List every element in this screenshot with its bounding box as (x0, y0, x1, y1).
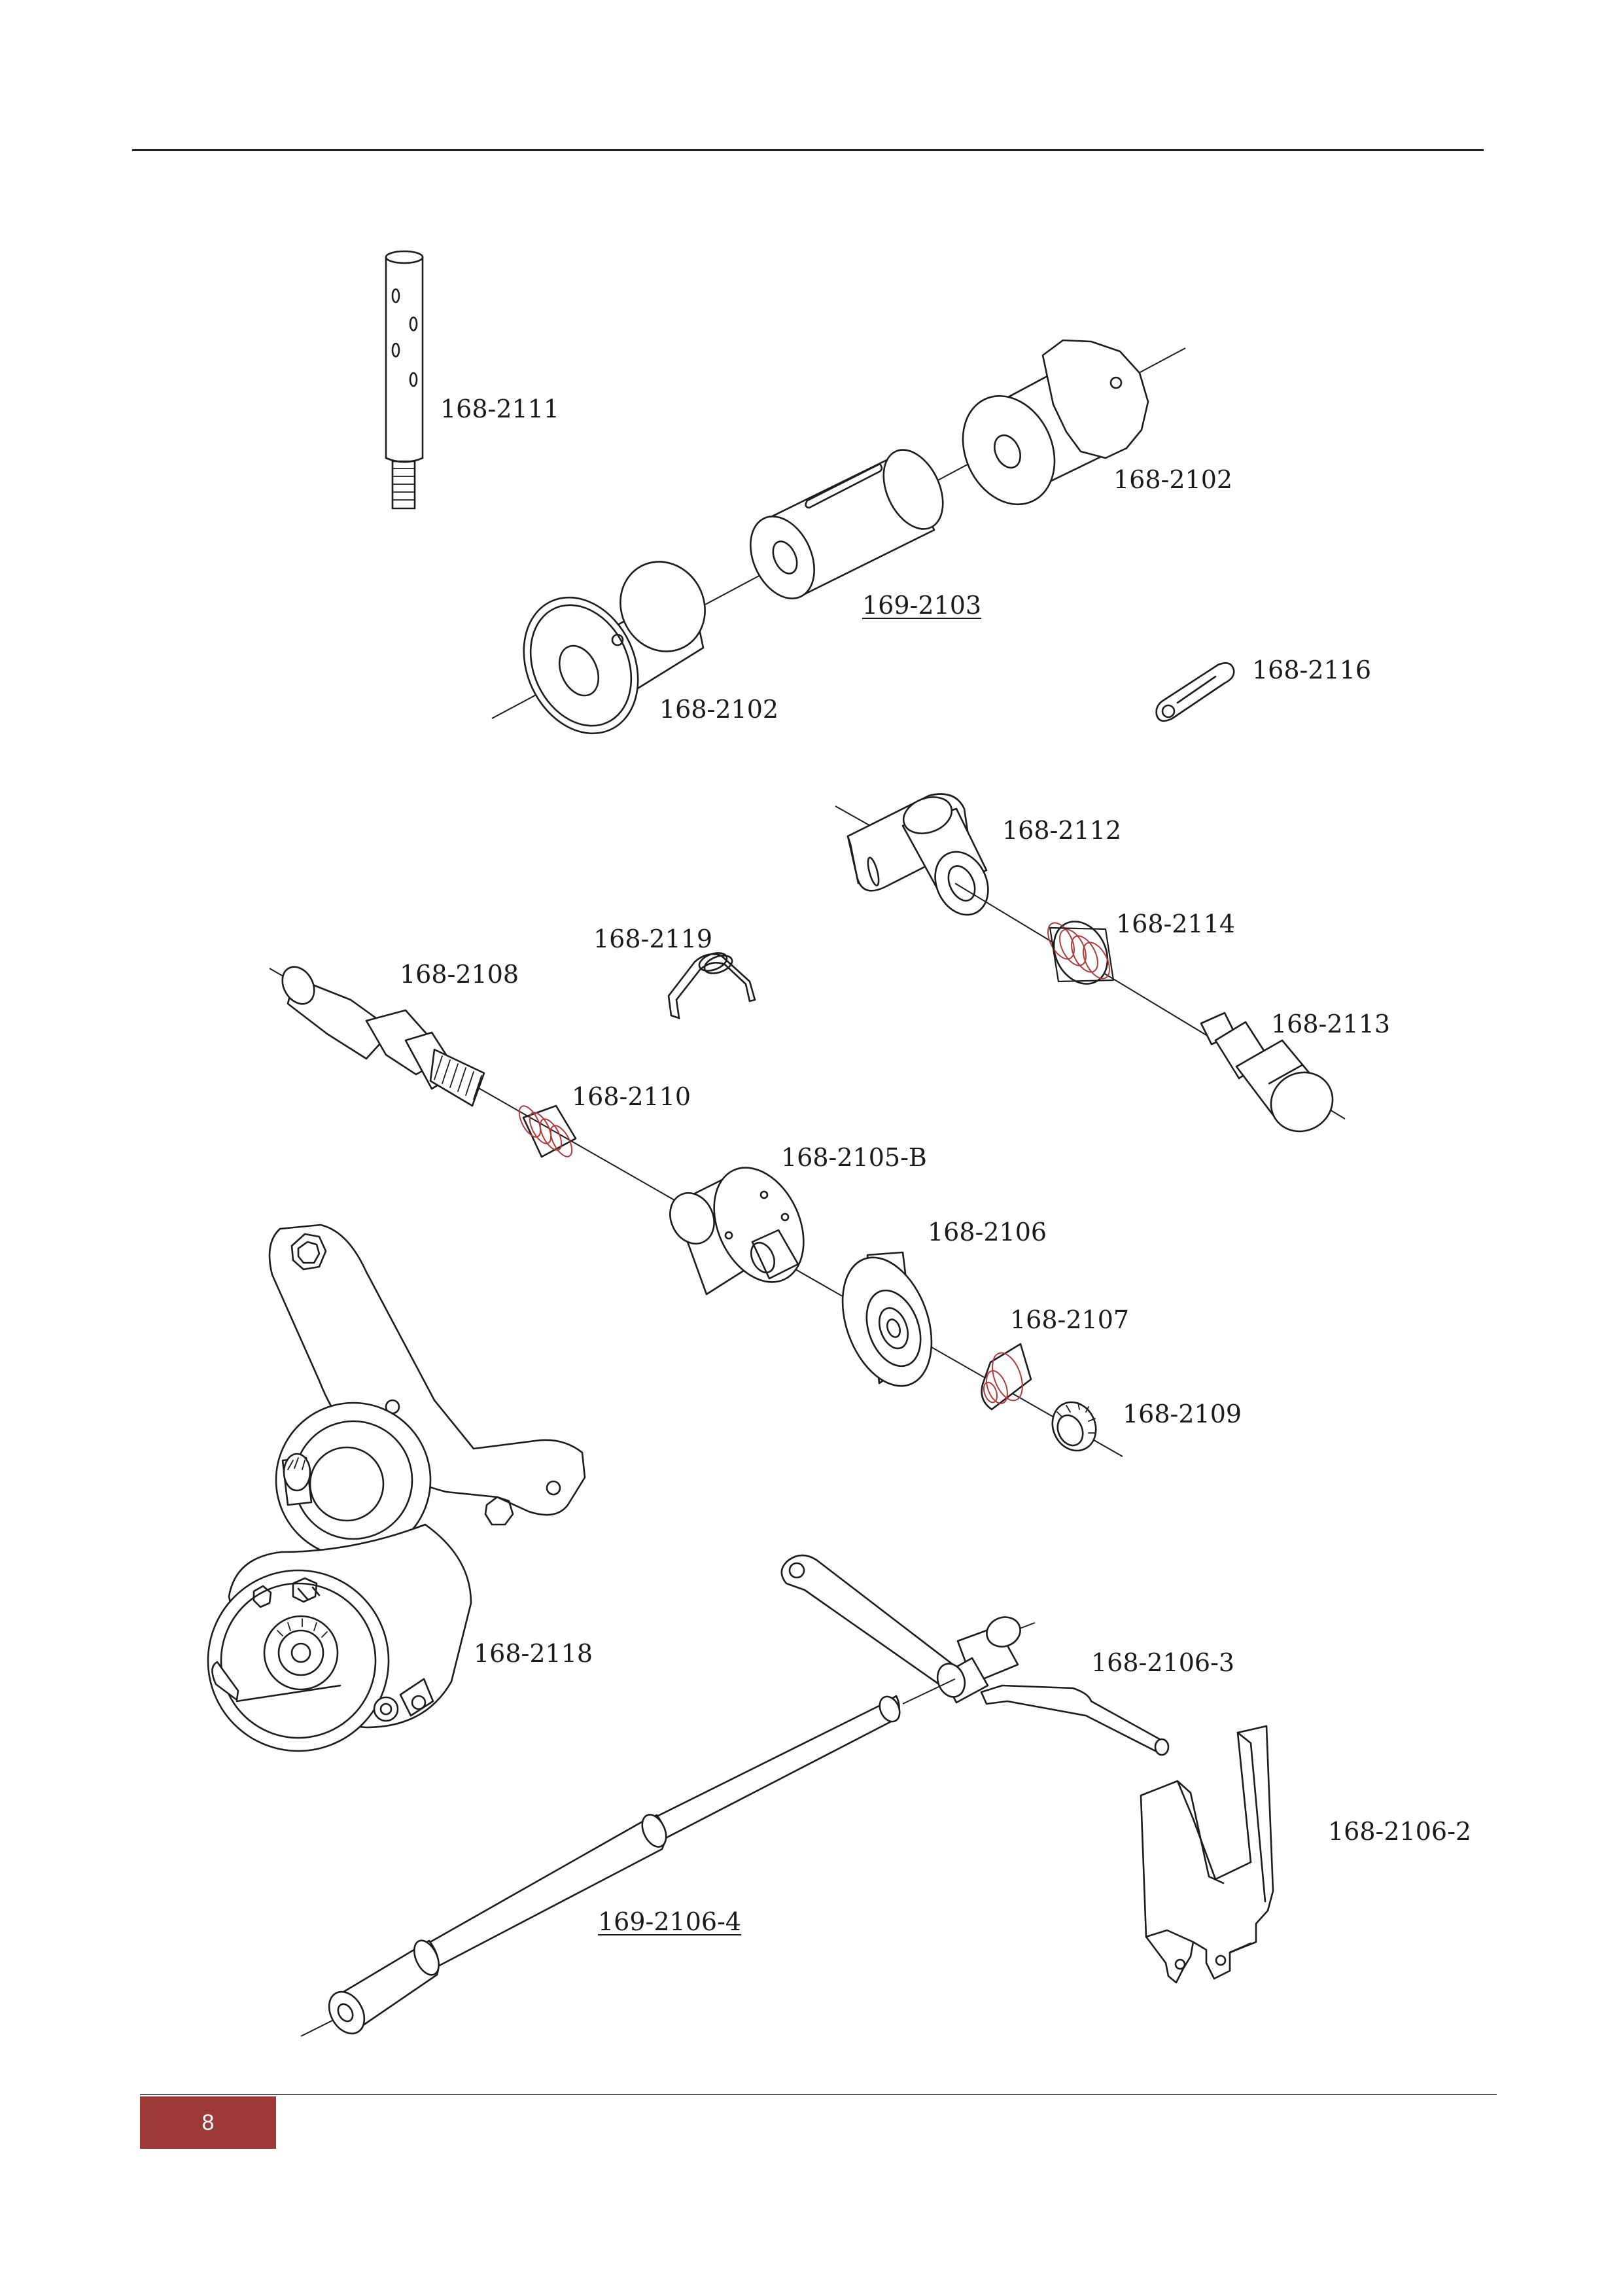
bushing-168-2102-lower (523, 561, 706, 735)
part-label-168-2110: 168-2110 (572, 1082, 691, 1111)
shaft-168-2108 (281, 966, 485, 1107)
part-label-168-2106-2: 168-2106-2 (1328, 1817, 1472, 1846)
disc-168-2106 (841, 1251, 933, 1387)
part-label-168-2111: 168-2111 (440, 395, 560, 423)
part-label-168-2108: 168-2108 (400, 960, 519, 989)
part-label-168-2118: 168-2118 (474, 1639, 593, 1668)
part-label-168-2109: 168-2109 (1123, 1400, 1242, 1428)
clip-168-2119 (667, 952, 756, 1019)
cone-spring-168-2107 (981, 1343, 1032, 1411)
bushing-168-2102-upper (962, 339, 1149, 506)
top-rule (132, 149, 1484, 151)
part-label-168-2102-upper: 168-2102 (1113, 465, 1233, 494)
sleeve-169-2103 (750, 449, 944, 599)
bottom-rule (140, 2094, 1497, 2095)
part-label-168-2114: 168-2114 (1116, 910, 1236, 938)
knurled-nut-168-2109 (1051, 1401, 1097, 1452)
part-label-168-2107: 168-2107 (1010, 1305, 1130, 1334)
part-label-168-2102-lower: 168-2102 (659, 695, 779, 724)
part-label-168-2105-B: 168-2105-B (781, 1143, 927, 1172)
pin-168-2111 (385, 250, 424, 510)
part-label-168-2106-3: 168-2106-3 (1091, 1648, 1235, 1677)
spring-168-2114 (1047, 921, 1115, 985)
page-number: 8 (201, 2110, 215, 2135)
fork-168-2106-2 (1140, 1725, 1274, 1984)
link-168-2116 (1155, 662, 1235, 722)
part-label-168-2112: 168-2112 (1002, 816, 1122, 845)
part-label-168-2113: 168-2113 (1271, 1010, 1391, 1038)
long-shaft-169-2106-4 (300, 1678, 956, 2037)
bracket-168-2112 (835, 793, 989, 916)
lever-168-2106-3 (780, 1554, 1170, 1756)
page-number-badge: 8 (140, 2096, 276, 2149)
part-label-169-2106-4: 169-2106-4 (598, 1907, 742, 1936)
part-label-168-2106: 168-2106 (928, 1218, 1047, 1246)
part-label-168-2116: 168-2116 (1252, 656, 1372, 684)
plunger-168-2113 (1200, 1012, 1334, 1133)
part-label-169-2103: 169-2103 (862, 591, 982, 620)
spring-168-2110 (518, 1104, 577, 1158)
hub-168-2105-B (669, 1167, 805, 1296)
plate-assembly-168-2118 (207, 1224, 586, 1752)
part-label-168-2119: 168-2119 (593, 925, 713, 953)
